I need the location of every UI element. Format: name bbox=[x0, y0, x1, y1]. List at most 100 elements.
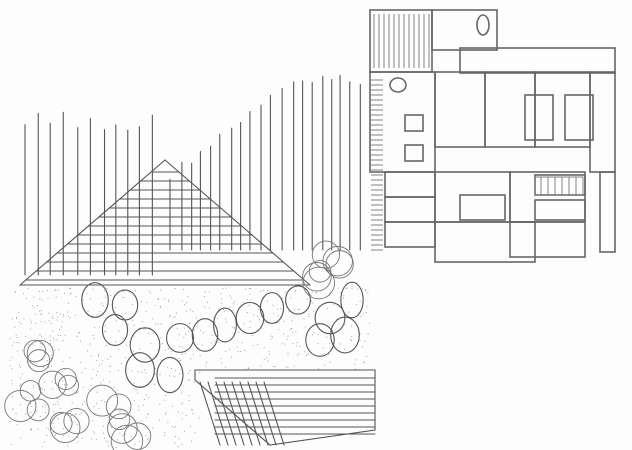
gravel-dot bbox=[30, 428, 32, 430]
gravel-dot bbox=[33, 307, 35, 309]
gravel-dot bbox=[167, 347, 169, 349]
gravel-dot bbox=[54, 435, 56, 437]
gravel-dot bbox=[56, 398, 58, 400]
gravel-dot bbox=[62, 360, 64, 362]
gravel-dot bbox=[77, 436, 79, 438]
gravel-dot bbox=[365, 289, 367, 291]
gravel-dot bbox=[20, 377, 22, 379]
gravel-dot bbox=[31, 406, 33, 408]
gravel-dot bbox=[164, 413, 166, 415]
gravel-dot bbox=[191, 409, 193, 411]
plan-room bbox=[384, 196, 436, 223]
gravel-dot bbox=[14, 326, 16, 328]
plan-room bbox=[509, 221, 586, 258]
gravel-dot bbox=[146, 394, 148, 396]
gravel-dot bbox=[175, 370, 177, 372]
gravel-dot bbox=[30, 429, 32, 431]
deck-outline bbox=[194, 369, 376, 446]
gravel-dot bbox=[19, 321, 21, 323]
gravel-dot bbox=[350, 338, 352, 340]
gravel-dot bbox=[317, 368, 319, 370]
gravel-dot bbox=[98, 355, 100, 357]
gravel-dot bbox=[80, 412, 82, 414]
gravel-dot bbox=[37, 428, 39, 430]
deck-post bbox=[263, 381, 285, 446]
gravel-dot bbox=[122, 290, 124, 292]
gravel-dot bbox=[51, 354, 53, 356]
gravel-dot bbox=[303, 318, 305, 320]
gravel-dot bbox=[196, 325, 198, 327]
gravel-dot bbox=[127, 369, 129, 371]
gravel-dot bbox=[363, 312, 365, 314]
gravel-dot bbox=[11, 368, 13, 370]
gravel-dot bbox=[102, 379, 104, 381]
gravel-dot bbox=[76, 424, 78, 426]
gravel-dot bbox=[103, 437, 105, 439]
gravel-dot bbox=[359, 300, 361, 302]
gravel-dot bbox=[96, 374, 98, 376]
gravel-dot bbox=[354, 364, 356, 366]
gravel-dot bbox=[169, 315, 171, 317]
gravel-dot bbox=[82, 386, 84, 388]
gravel-dot bbox=[71, 402, 73, 404]
gravel-dot bbox=[245, 288, 247, 290]
gravel-dot bbox=[188, 399, 190, 401]
gravel-dot bbox=[270, 335, 272, 337]
gravel-dot bbox=[108, 365, 110, 367]
gravel-dot bbox=[133, 324, 135, 326]
gravel-dot bbox=[55, 404, 57, 406]
gravel-dot bbox=[40, 321, 42, 323]
gravel-dot bbox=[57, 403, 59, 405]
gravel-dot bbox=[68, 302, 70, 304]
gravel-dot bbox=[172, 405, 174, 407]
gravel-dot bbox=[361, 346, 363, 348]
gravel-dot bbox=[40, 313, 42, 315]
gravel-dot bbox=[9, 337, 11, 339]
gravel-dot bbox=[266, 357, 268, 359]
gravel-dot bbox=[103, 330, 105, 332]
gravel-dot bbox=[157, 323, 159, 325]
gravel-dot bbox=[70, 420, 72, 422]
gravel-dot bbox=[80, 340, 82, 342]
gravel-dot bbox=[54, 289, 56, 291]
gravel-dot bbox=[233, 328, 235, 330]
plan-room bbox=[599, 171, 616, 253]
gravel-dot bbox=[184, 327, 186, 329]
gravel-dot bbox=[152, 318, 154, 320]
gravel-dot bbox=[324, 353, 326, 355]
gravel-dot bbox=[68, 315, 70, 317]
gravel-dot bbox=[174, 288, 176, 290]
gravel-dot bbox=[66, 384, 68, 386]
gravel-dot bbox=[47, 297, 49, 299]
gravel-dot bbox=[263, 359, 265, 361]
gravel-dot bbox=[48, 366, 50, 368]
gravel-dot bbox=[200, 330, 202, 332]
gravel-dot bbox=[41, 343, 43, 345]
gravel-dot bbox=[149, 292, 151, 294]
gravel-dot bbox=[368, 322, 370, 324]
gravel-dot bbox=[178, 438, 180, 440]
gravel-dot bbox=[64, 334, 66, 336]
gravel-dot bbox=[288, 311, 290, 313]
gravel-dot bbox=[16, 316, 18, 318]
gravel-dot bbox=[39, 416, 41, 418]
gravel-dot bbox=[138, 440, 140, 442]
gravel-dot bbox=[180, 369, 182, 371]
gravel-dot bbox=[355, 359, 357, 361]
shrub-clump bbox=[108, 408, 131, 430]
gravel-dot bbox=[43, 441, 45, 443]
gravel-dot bbox=[75, 392, 77, 394]
gravel-dot bbox=[41, 313, 43, 315]
stepping-stone bbox=[235, 301, 265, 335]
plan-room bbox=[384, 221, 436, 248]
gravel-dot bbox=[145, 417, 147, 419]
gravel-dot bbox=[46, 360, 48, 362]
gravel-dot bbox=[79, 413, 81, 415]
gravel-dot bbox=[16, 424, 18, 426]
gravel-dot bbox=[110, 365, 112, 367]
gravel-dot bbox=[137, 392, 139, 394]
gravel-dot bbox=[44, 404, 46, 406]
gravel-dot bbox=[201, 344, 203, 346]
gravel-dot bbox=[164, 298, 166, 300]
gravel-dot bbox=[76, 392, 78, 394]
